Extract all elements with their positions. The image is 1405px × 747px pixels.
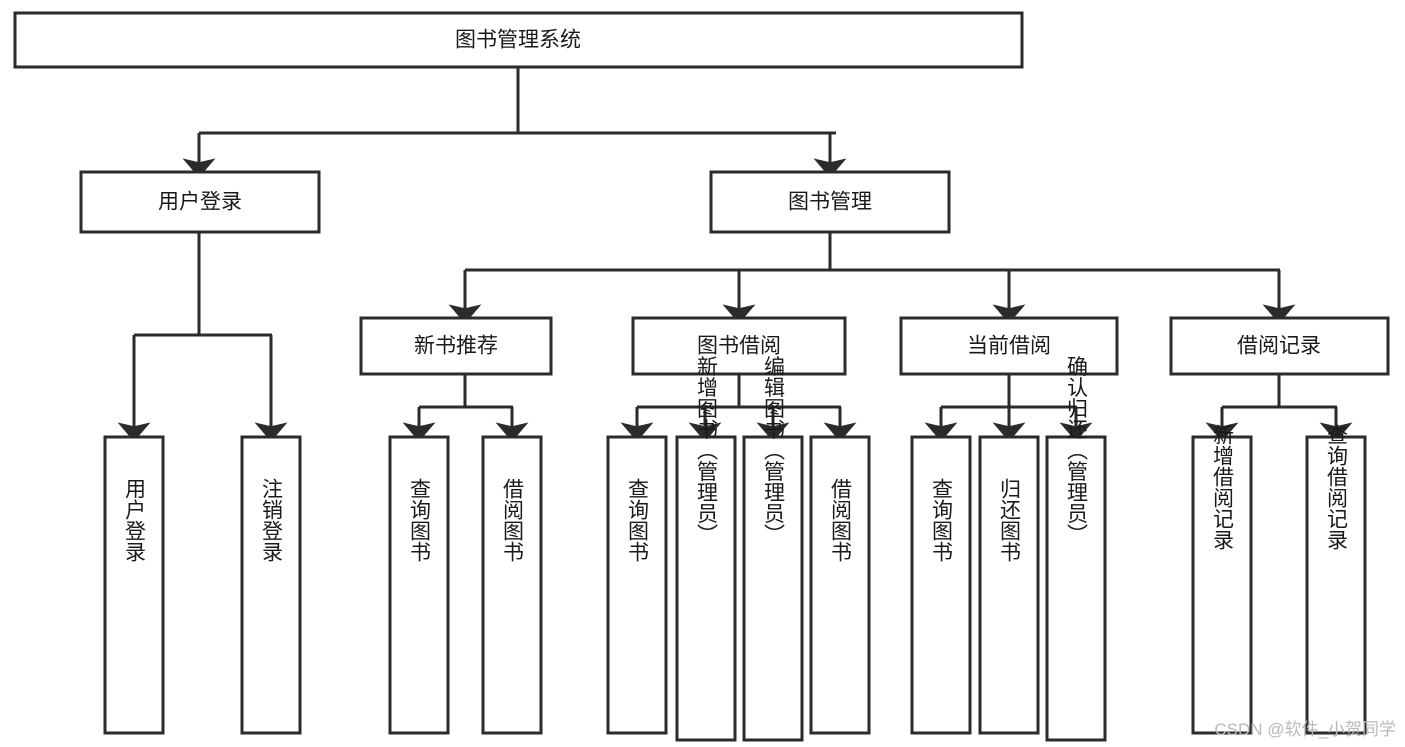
node-user-login-box[interactable]: [79, 170, 321, 234]
leaf-return-book-label: 归还图书: [998, 478, 1022, 562]
leaf-edit-book-label: 编辑图书（管理员）: [762, 356, 786, 545]
node-borrow-record[interactable]: 借阅记录: [1169, 316, 1390, 376]
node-root-label: 图书管理系统: [455, 29, 581, 52]
leaf-confirm-return[interactable]: 确认归还（管理员）: [1045, 356, 1107, 742]
leaf-query-book-3[interactable]: 查询图书: [910, 435, 972, 735]
leaf-return-book-box[interactable]: [978, 435, 1040, 735]
node-book-management[interactable]: 图书管理: [709, 170, 951, 234]
node-new-book-recommend-label: 新书推荐: [414, 335, 498, 358]
node-user-login-label: 用户登录: [158, 191, 242, 214]
watermark-text: CSDN @软件_小贺同学: [1214, 720, 1396, 739]
leaf-confirm-return-label: 确认归还（管理员）: [1065, 356, 1089, 545]
node-borrow-record-label: 借阅记录: [1237, 335, 1321, 358]
node-current-borrow[interactable]: 当前借阅: [899, 316, 1119, 376]
leaf-borrow-book-2[interactable]: 借阅图书: [809, 435, 871, 735]
node-new-book-recommend[interactable]: 新书推荐: [359, 316, 553, 376]
node-user-login[interactable]: 用户登录: [79, 170, 321, 234]
leaf-logout-login[interactable]: 注销登录: [240, 435, 302, 735]
node-book-management-label: 图书管理: [788, 191, 872, 214]
node-root-box[interactable]: [13, 11, 1024, 69]
leaf-borrow-book-2-box[interactable]: [809, 435, 871, 735]
leaf-edit-book-box[interactable]: [742, 435, 804, 742]
node-book-borrow[interactable]: 图书借阅: [631, 316, 847, 376]
node-new-book-recommend-box[interactable]: [359, 316, 553, 376]
leaf-add-borrow-record[interactable]: 新增借阅记录: [1191, 424, 1253, 735]
leaf-borrow-book-1-box[interactable]: [481, 435, 543, 735]
connector-layer: [117, 67, 1353, 442]
leaf-add-book-label: 新增图书（管理员）: [695, 356, 719, 545]
leaf-user-login-box[interactable]: [103, 435, 165, 735]
leaf-user-login[interactable]: 用户登录: [103, 435, 165, 735]
leaf-query-book-2[interactable]: 查询图书: [606, 435, 668, 735]
leaf-query-borrow-record[interactable]: 查询借阅记录: [1305, 424, 1367, 735]
leaf-borrow-book-2-label: 借阅图书: [829, 478, 853, 562]
leaf-query-book-2-box[interactable]: [606, 435, 668, 735]
leaf-query-borrow-record-label: 查询借阅记录: [1325, 424, 1349, 550]
leaf-logout-login-box[interactable]: [240, 435, 302, 735]
leaf-add-borrow-record-label: 新增借阅记录: [1211, 424, 1235, 550]
node-book-borrow-label: 图书借阅: [697, 335, 781, 358]
node-root[interactable]: 图书管理系统: [13, 11, 1024, 69]
leaf-add-book-box[interactable]: [675, 435, 737, 742]
leaf-edit-book[interactable]: 编辑图书（管理员）: [742, 356, 804, 742]
leaf-borrow-book-1-label: 借阅图书: [501, 478, 525, 562]
node-current-borrow-label: 当前借阅: [967, 335, 1051, 358]
leaf-confirm-return-box[interactable]: [1045, 435, 1107, 742]
leaf-query-borrow-record-box[interactable]: [1305, 435, 1367, 735]
leaf-add-book[interactable]: 新增图书（管理员）: [675, 356, 737, 742]
node-book-management-box[interactable]: [709, 170, 951, 234]
leaf-user-login-label: 用户登录: [123, 478, 147, 562]
leaf-query-book-3-label: 查询图书: [930, 478, 954, 562]
node-current-borrow-box[interactable]: [899, 316, 1119, 376]
leaf-query-book-1[interactable]: 查询图书: [388, 435, 450, 735]
leaf-return-book[interactable]: 归还图书: [978, 435, 1040, 735]
leaf-query-book-1-label: 查询图书: [408, 478, 432, 562]
leaf-query-book-2-label: 查询图书: [626, 478, 650, 562]
leaf-query-book-3-box[interactable]: [910, 435, 972, 735]
node-book-borrow-box[interactable]: [631, 316, 847, 376]
leaf-borrow-book-1[interactable]: 借阅图书: [481, 435, 543, 735]
leaf-query-book-1-box[interactable]: [388, 435, 450, 735]
node-borrow-record-box[interactable]: [1169, 316, 1390, 376]
leaf-add-borrow-record-box[interactable]: [1191, 435, 1253, 735]
leaf-logout-login-label: 注销登录: [260, 478, 284, 562]
